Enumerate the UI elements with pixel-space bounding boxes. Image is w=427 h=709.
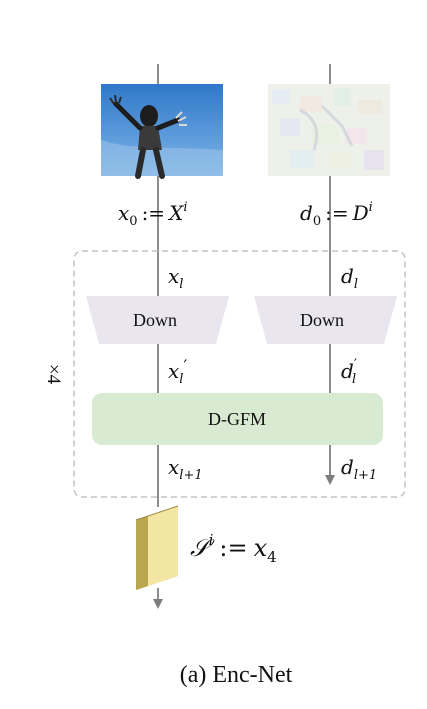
dl-prime-label: d′l [341,357,357,387]
dgfm-fusion-block [92,393,383,445]
down-block-depth-label: Down [300,310,344,330]
depth-input-label: d0:=Di [300,200,373,229]
xl-label: xl [168,264,183,292]
d-next-label: dl+1 [341,455,377,483]
output-feature-map [135,505,179,590]
x-next-label: xl+1 [168,455,203,483]
output-label: 𝒮i:=x4 [190,531,277,566]
down-block-rgb-label: Down [133,310,177,330]
dgfm-fusion-label: D-GFM [208,409,266,429]
depth-input-image [268,84,390,176]
xl-prime-label: xl′ [168,356,187,387]
figure-caption: (a) Enc-Net [180,662,293,688]
down-block-rgb [86,296,229,344]
dl-label: dl [341,264,358,292]
rgb-input-label: x0:=Xi [118,200,187,229]
rgb-input-image [101,84,223,179]
repeat-block-boundary [73,250,406,498]
down-block-depth [254,296,397,344]
repeat-count-label: ×4 [43,364,64,385]
